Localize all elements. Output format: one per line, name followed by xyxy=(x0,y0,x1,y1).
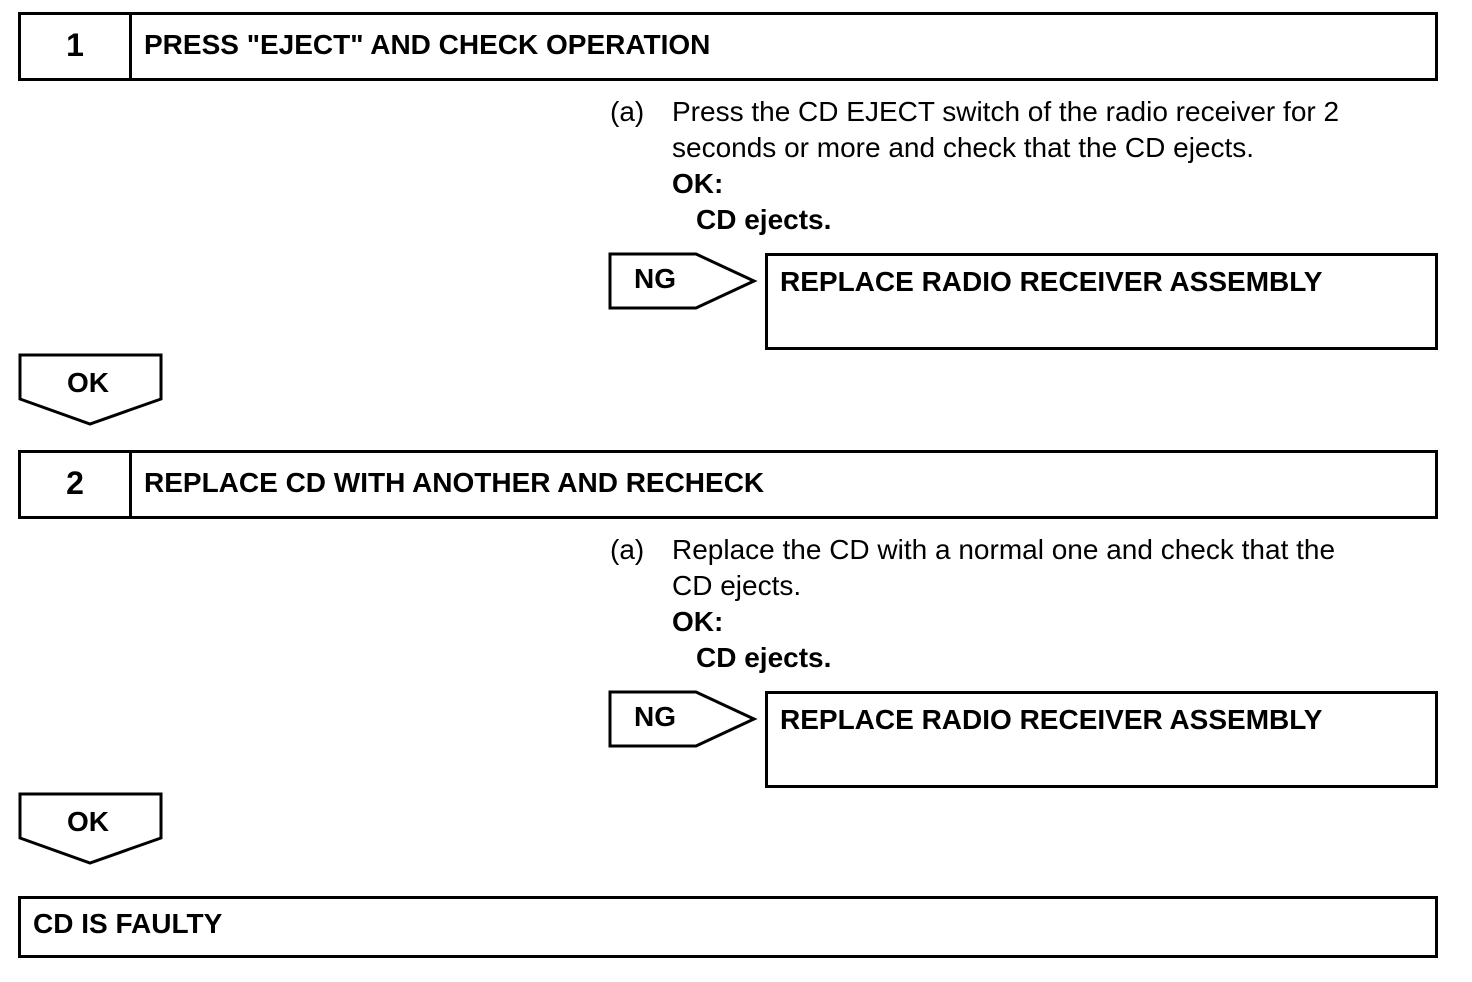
step-1-instruction: (a) Press the CD EJECT switch of the rad… xyxy=(610,94,1430,244)
ok-criteria-label: OK: xyxy=(672,168,724,199)
ng-result-box-2: REPLACE RADIO RECEIVER ASSEMBLY xyxy=(765,691,1438,788)
instruction-line-1: Replace the CD with a normal one and che… xyxy=(672,534,1336,565)
step-2-header: 2 REPLACE CD WITH ANOTHER AND RECHECK xyxy=(18,450,1438,519)
step-1-number: 1 xyxy=(21,15,132,78)
instruction-label: (a) xyxy=(610,96,645,127)
instruction-label: (a) xyxy=(610,534,645,565)
ok-criteria-label: OK: xyxy=(672,606,724,637)
ng-result-box-1: REPLACE RADIO RECEIVER ASSEMBLY xyxy=(765,253,1438,350)
ng-label-1: NG xyxy=(634,263,676,294)
ng-action-text-1: REPLACE RADIO RECEIVER ASSEMBLY xyxy=(780,266,1323,297)
ok-arrow-1 xyxy=(18,353,163,426)
step-2-instruction: (a) Replace the CD with a normal one and… xyxy=(610,532,1430,682)
ok-arrow-2 xyxy=(18,792,163,865)
ok-arrow-label-2: OK xyxy=(67,806,109,837)
instruction-line-2: seconds or more and check that the CD ej… xyxy=(672,132,1255,163)
ng-arrow-2 xyxy=(608,690,758,748)
ng-label-2: NG xyxy=(634,701,676,732)
final-result-text: CD IS FAULTY xyxy=(33,908,223,939)
step-1-title: PRESS "EJECT" AND CHECK OPERATION xyxy=(144,29,711,60)
step-1-header: 1 PRESS "EJECT" AND CHECK OPERATION xyxy=(18,12,1438,81)
ok-arrow-label-1: OK xyxy=(67,367,109,398)
ok-criteria-value: CD ejects. xyxy=(696,204,832,235)
final-result-box: CD IS FAULTY xyxy=(18,896,1438,958)
step-2-number: 2 xyxy=(21,453,132,516)
instruction-line-2: CD ejects. xyxy=(672,570,802,601)
ok-criteria-value: CD ejects. xyxy=(696,642,832,673)
step-2-title: REPLACE CD WITH ANOTHER AND RECHECK xyxy=(144,467,765,498)
instruction-line-1: Press the CD EJECT switch of the radio r… xyxy=(672,96,1340,127)
ng-action-text-2: REPLACE RADIO RECEIVER ASSEMBLY xyxy=(780,704,1323,735)
ng-arrow-1 xyxy=(608,252,758,310)
